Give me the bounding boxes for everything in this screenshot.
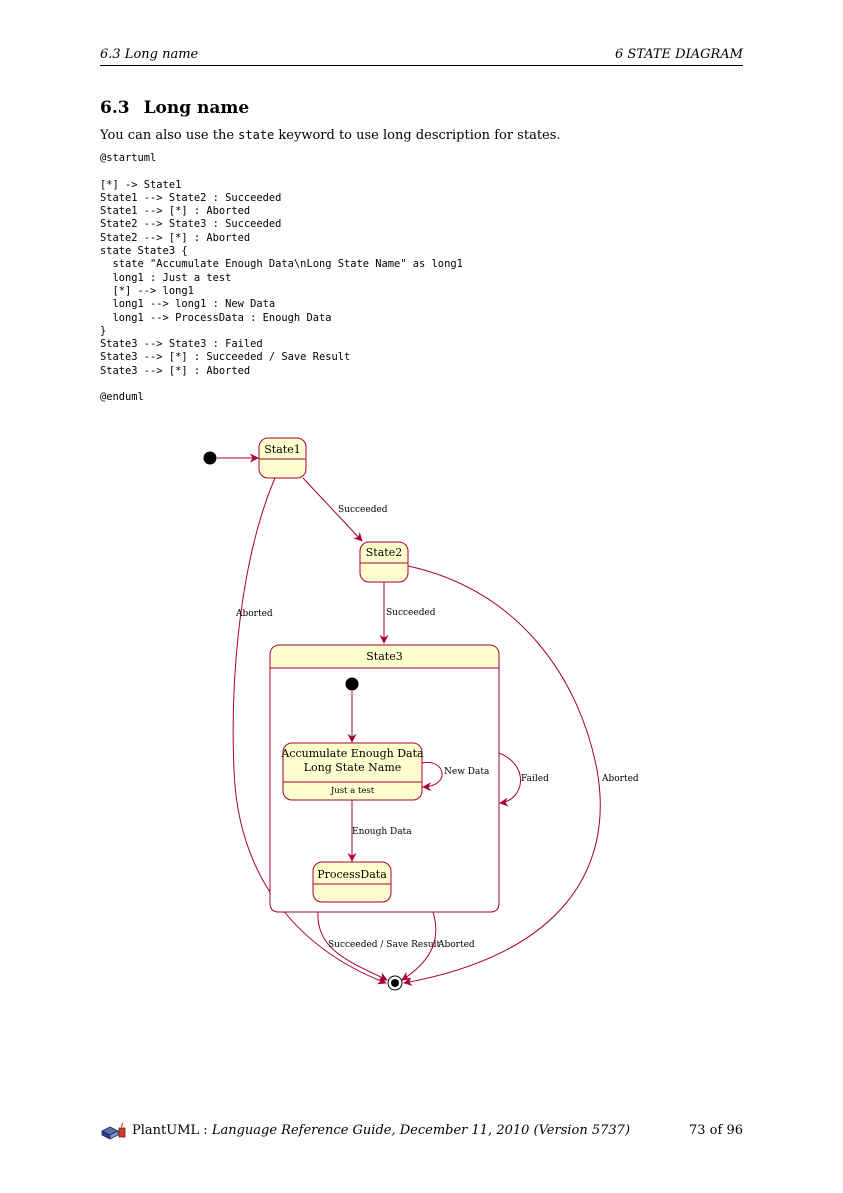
long1-node: Accumulate Enough Data Long State Name J…	[280, 742, 424, 801]
code-line: state State3 {	[100, 245, 188, 258]
final-state	[387, 975, 403, 991]
edge-label-s3-self: Failed	[521, 774, 549, 784]
section-title: Long name	[143, 98, 250, 118]
inner-initial-pseudostate	[345, 677, 359, 691]
code-listing: @startuml [*] -> State1 State1 --> State…	[100, 152, 463, 405]
intro-paragraph: You can also use the state keyword to us…	[100, 128, 561, 143]
header-rule	[100, 65, 743, 66]
intro-text-before: You can also use the	[100, 128, 239, 143]
edge-state3-to-final-aborted	[401, 911, 437, 981]
code-line: [*] --> long1	[100, 284, 194, 297]
edge-label-long-self: New Data	[444, 767, 490, 777]
edge-label-s3-end-ok: Succeeded / Save Result	[328, 940, 440, 950]
edge-label-s3-end-abort: Aborted	[437, 940, 475, 950]
code-line: State2 --> State3 : Succeeded	[100, 218, 282, 231]
code-line: @enduml	[100, 391, 144, 404]
edge-label-long-process: Enough Data	[352, 827, 412, 837]
state2-label: State2	[366, 546, 402, 559]
edge-label-s2-s3: Succeeded	[386, 608, 436, 618]
long1-description: Just a test	[330, 786, 375, 796]
code-line: @startuml	[100, 152, 157, 164]
initial-pseudostate	[203, 451, 217, 465]
page-footer: PlantUML : Language Reference Guide, Dec…	[100, 1122, 743, 1140]
state1-node: State1	[258, 437, 307, 479]
code-line: State1 --> State2 : Succeeded	[100, 191, 282, 204]
state3-label: State3	[366, 650, 402, 663]
section-number: 6.3	[100, 98, 130, 118]
processdata-node: ProcessData	[312, 861, 392, 903]
edge-label-s1-s2: Succeeded	[338, 505, 388, 515]
footer-guide: Language Reference Guide, December 11, 2…	[211, 1123, 631, 1138]
code-line: }	[100, 324, 107, 337]
processdata-label: ProcessData	[317, 868, 387, 881]
code-line: State2 --> [*] : Aborted	[100, 231, 251, 244]
edge-state1-to-final	[232, 477, 387, 985]
running-header-chapter: 6 STATE DIAGRAM	[614, 47, 743, 62]
code-line: State1 --> [*] : Aborted	[100, 205, 251, 218]
intro-text-after: keyword to use long description for stat…	[274, 128, 561, 143]
code-line: State3 --> [*] : Aborted	[100, 364, 251, 377]
edge-state2-to-final	[403, 565, 601, 986]
code-line: state "Accumulate Enough Data\nLong Stat…	[100, 258, 463, 271]
section-heading: 6.3 Long name	[100, 98, 249, 118]
edge-label-s1-end: Aborted	[235, 609, 273, 619]
state2-node: State2	[359, 541, 409, 583]
state1-label: State1	[264, 443, 300, 456]
intro-keyword: state	[238, 128, 275, 142]
footer-title: PlantUML : Language Reference Guide, Dec…	[132, 1123, 630, 1138]
code-line: State3 --> State3 : Failed	[100, 338, 263, 351]
edge-label-s2-end: Aborted	[601, 774, 639, 784]
footer-page-number: 73 of 96	[689, 1123, 743, 1138]
footer-separator: :	[199, 1123, 212, 1138]
code-line: State3 --> [*] : Succeeded / Save Result	[100, 351, 351, 364]
code-line: long1 --> ProcessData : Enough Data	[100, 311, 332, 324]
edge-state1-to-state2	[302, 477, 363, 542]
edge-state3-self-loop	[498, 752, 521, 807]
plantuml-logo-icon	[101, 1122, 126, 1140]
code-line: [*] -> State1	[100, 178, 182, 191]
code-line: long1 : Just a test	[100, 271, 232, 284]
footer-product: PlantUML	[132, 1123, 200, 1138]
code-line: long1 --> long1 : New Data	[100, 298, 276, 311]
long1-label-line1: Accumulate Enough Data	[280, 747, 424, 760]
edge-long1-self-loop	[421, 761, 443, 792]
running-header-section: 6.3 Long name	[100, 47, 199, 62]
edge-state3-to-final-succeeded	[317, 911, 388, 981]
long1-label-line2: Long State Name	[304, 761, 402, 774]
